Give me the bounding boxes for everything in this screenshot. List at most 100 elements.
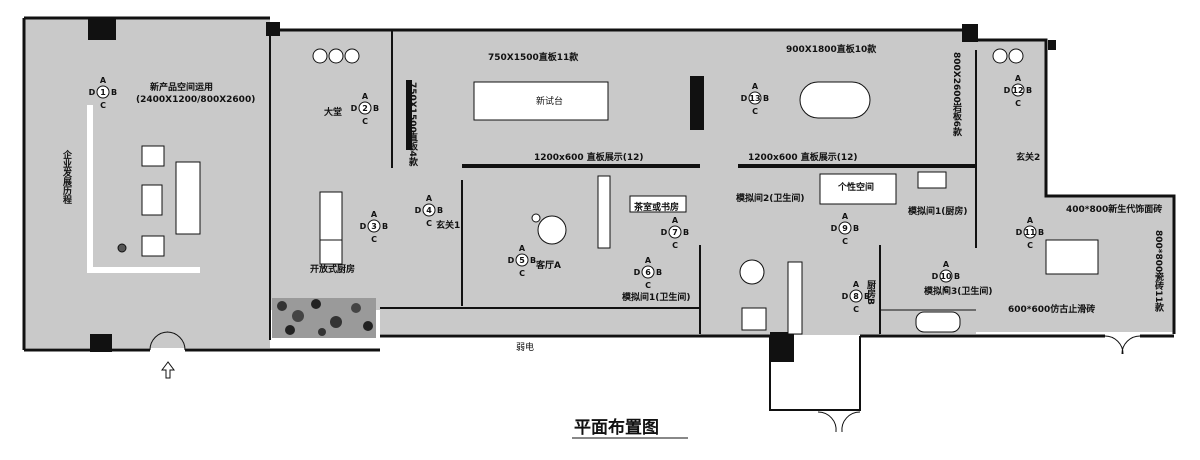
view-marker-number: 10 <box>940 272 952 281</box>
entry1-label: 玄关1 <box>436 219 460 231</box>
view-marker-d: D <box>1004 86 1011 95</box>
view-marker-d: D <box>360 222 367 231</box>
view-marker-number: 1 <box>100 88 106 97</box>
view-marker-a: A <box>362 92 369 101</box>
spec-900-10: 900X1800直板10款 <box>786 43 877 55</box>
spec-800-11: 800*800瓷砖11款 <box>1153 230 1164 313</box>
mock2-bath-label: 模拟间2(卫生间) <box>736 192 805 204</box>
view-marker-b: B <box>530 256 536 265</box>
view-marker-c: C <box>100 101 106 110</box>
history-hall-floor <box>24 18 270 348</box>
open-kitchen-label: 开放式厨房 <box>310 263 355 275</box>
view-marker-circle <box>939 269 953 283</box>
view-marker-b: B <box>763 94 769 103</box>
view-marker-number: 12 <box>1012 86 1023 95</box>
view-marker-7: 7 A CD B <box>661 216 689 250</box>
entry2-label: 玄关2 <box>1016 151 1040 163</box>
view-marker-d: D <box>842 292 849 301</box>
spec-1200-b: 1200x600 直板展示(12) <box>748 151 858 163</box>
view-marker-b: B <box>1038 228 1044 237</box>
view-marker-b: B <box>382 222 388 231</box>
view-marker-b: B <box>683 228 689 237</box>
spec-750-11: 750X1500直板11款 <box>488 51 579 63</box>
view-marker-c: C <box>672 241 678 250</box>
view-marker-b: B <box>437 206 443 215</box>
view-marker-number: 8 <box>853 292 859 301</box>
stone-garden <box>272 298 376 338</box>
room-labels: 企业发展历程 新产品空间运用 (2400X1200/800X2600) 大堂 开… <box>61 81 1040 305</box>
view-marker-a: A <box>842 212 849 221</box>
view-marker-b: B <box>1026 86 1032 95</box>
view-marker-d: D <box>1016 228 1023 237</box>
tea-study-label: 茶室或书房 <box>633 201 679 213</box>
upper-hall-furniture <box>312 48 1099 335</box>
spec-800-6: 800X2600岩板6款 <box>951 52 963 137</box>
view-marker-c: C <box>645 281 651 290</box>
right-wing-floor <box>976 40 1046 198</box>
view-marker-1: 1 A CD B <box>89 76 117 110</box>
view-marker-d: D <box>634 268 641 277</box>
view-marker-c: C <box>842 237 848 246</box>
view-marker-number: 9 <box>842 224 848 233</box>
new-product-label: 新产品空间运用 <box>150 81 213 93</box>
view-marker-c: C <box>752 107 758 116</box>
test-table <box>473 81 609 121</box>
view-marker-number: 6 <box>645 268 651 277</box>
history-hall-furniture <box>87 105 201 273</box>
spec-750-4: 750X1500直板4款 <box>407 82 418 167</box>
personality-label: 个性空间 <box>837 181 874 193</box>
view-marker-5: 5 A CD B <box>508 244 536 278</box>
view-marker-c: C <box>853 305 859 314</box>
view-marker-b: B <box>954 272 960 281</box>
view-marker-d: D <box>89 88 96 97</box>
view-marker-c: C <box>1015 99 1021 108</box>
view-marker-circle <box>422 203 436 217</box>
view-marker-number: 5 <box>519 256 525 265</box>
view-marker-number: 13 <box>749 94 760 103</box>
columns <box>88 18 1056 362</box>
view-marker-b: B <box>864 292 870 301</box>
view-marker-circle <box>849 289 863 303</box>
view-marker-a: A <box>1015 74 1022 83</box>
view-marker-d: D <box>508 256 515 265</box>
view-marker-a: A <box>426 194 433 203</box>
view-marker-a: A <box>519 244 526 253</box>
view-marker-number: 7 <box>672 228 678 237</box>
spec-labels: 750X1500直板11款 900X1800直板10款 750X1500直板4款… <box>407 43 1164 353</box>
view-marker-d: D <box>661 228 668 237</box>
spec-400: 400*800新生代饰面砖 <box>1066 203 1162 215</box>
living-a-label: 客厅A <box>535 259 561 271</box>
view-marker-6: 6 A CD B <box>634 256 662 290</box>
view-marker-circle <box>96 85 110 99</box>
view-marker-number: 4 <box>426 206 432 215</box>
view-marker-a: A <box>752 82 759 91</box>
test-table-label: 新试台 <box>536 95 563 107</box>
view-marker-circle <box>358 101 372 115</box>
view-marker-circle <box>1023 225 1037 239</box>
entrance-arrow-icon <box>161 361 175 379</box>
view-marker-b: B <box>111 88 117 97</box>
view-marker-a: A <box>672 216 679 225</box>
view-marker-circle <box>515 253 529 267</box>
view-marker-d: D <box>932 272 939 281</box>
view-marker-a: A <box>100 76 107 85</box>
view-marker-c: C <box>1027 241 1033 250</box>
view-marker-number: 3 <box>371 222 377 231</box>
kitchen-b-label: 厨房B <box>865 280 876 305</box>
view-marker-d: D <box>415 206 422 215</box>
view-marker-c: C <box>943 285 949 294</box>
view-marker-b: B <box>373 104 379 113</box>
view-marker-number: 11 <box>1024 228 1036 237</box>
view-marker-d: D <box>831 224 838 233</box>
view-marker-a: A <box>853 280 860 289</box>
drawing-title: 平面布置图 <box>574 417 659 438</box>
view-marker-a: A <box>645 256 652 265</box>
view-marker-c: C <box>519 269 525 278</box>
doors <box>149 331 1141 433</box>
view-marker-b: B <box>656 268 662 277</box>
